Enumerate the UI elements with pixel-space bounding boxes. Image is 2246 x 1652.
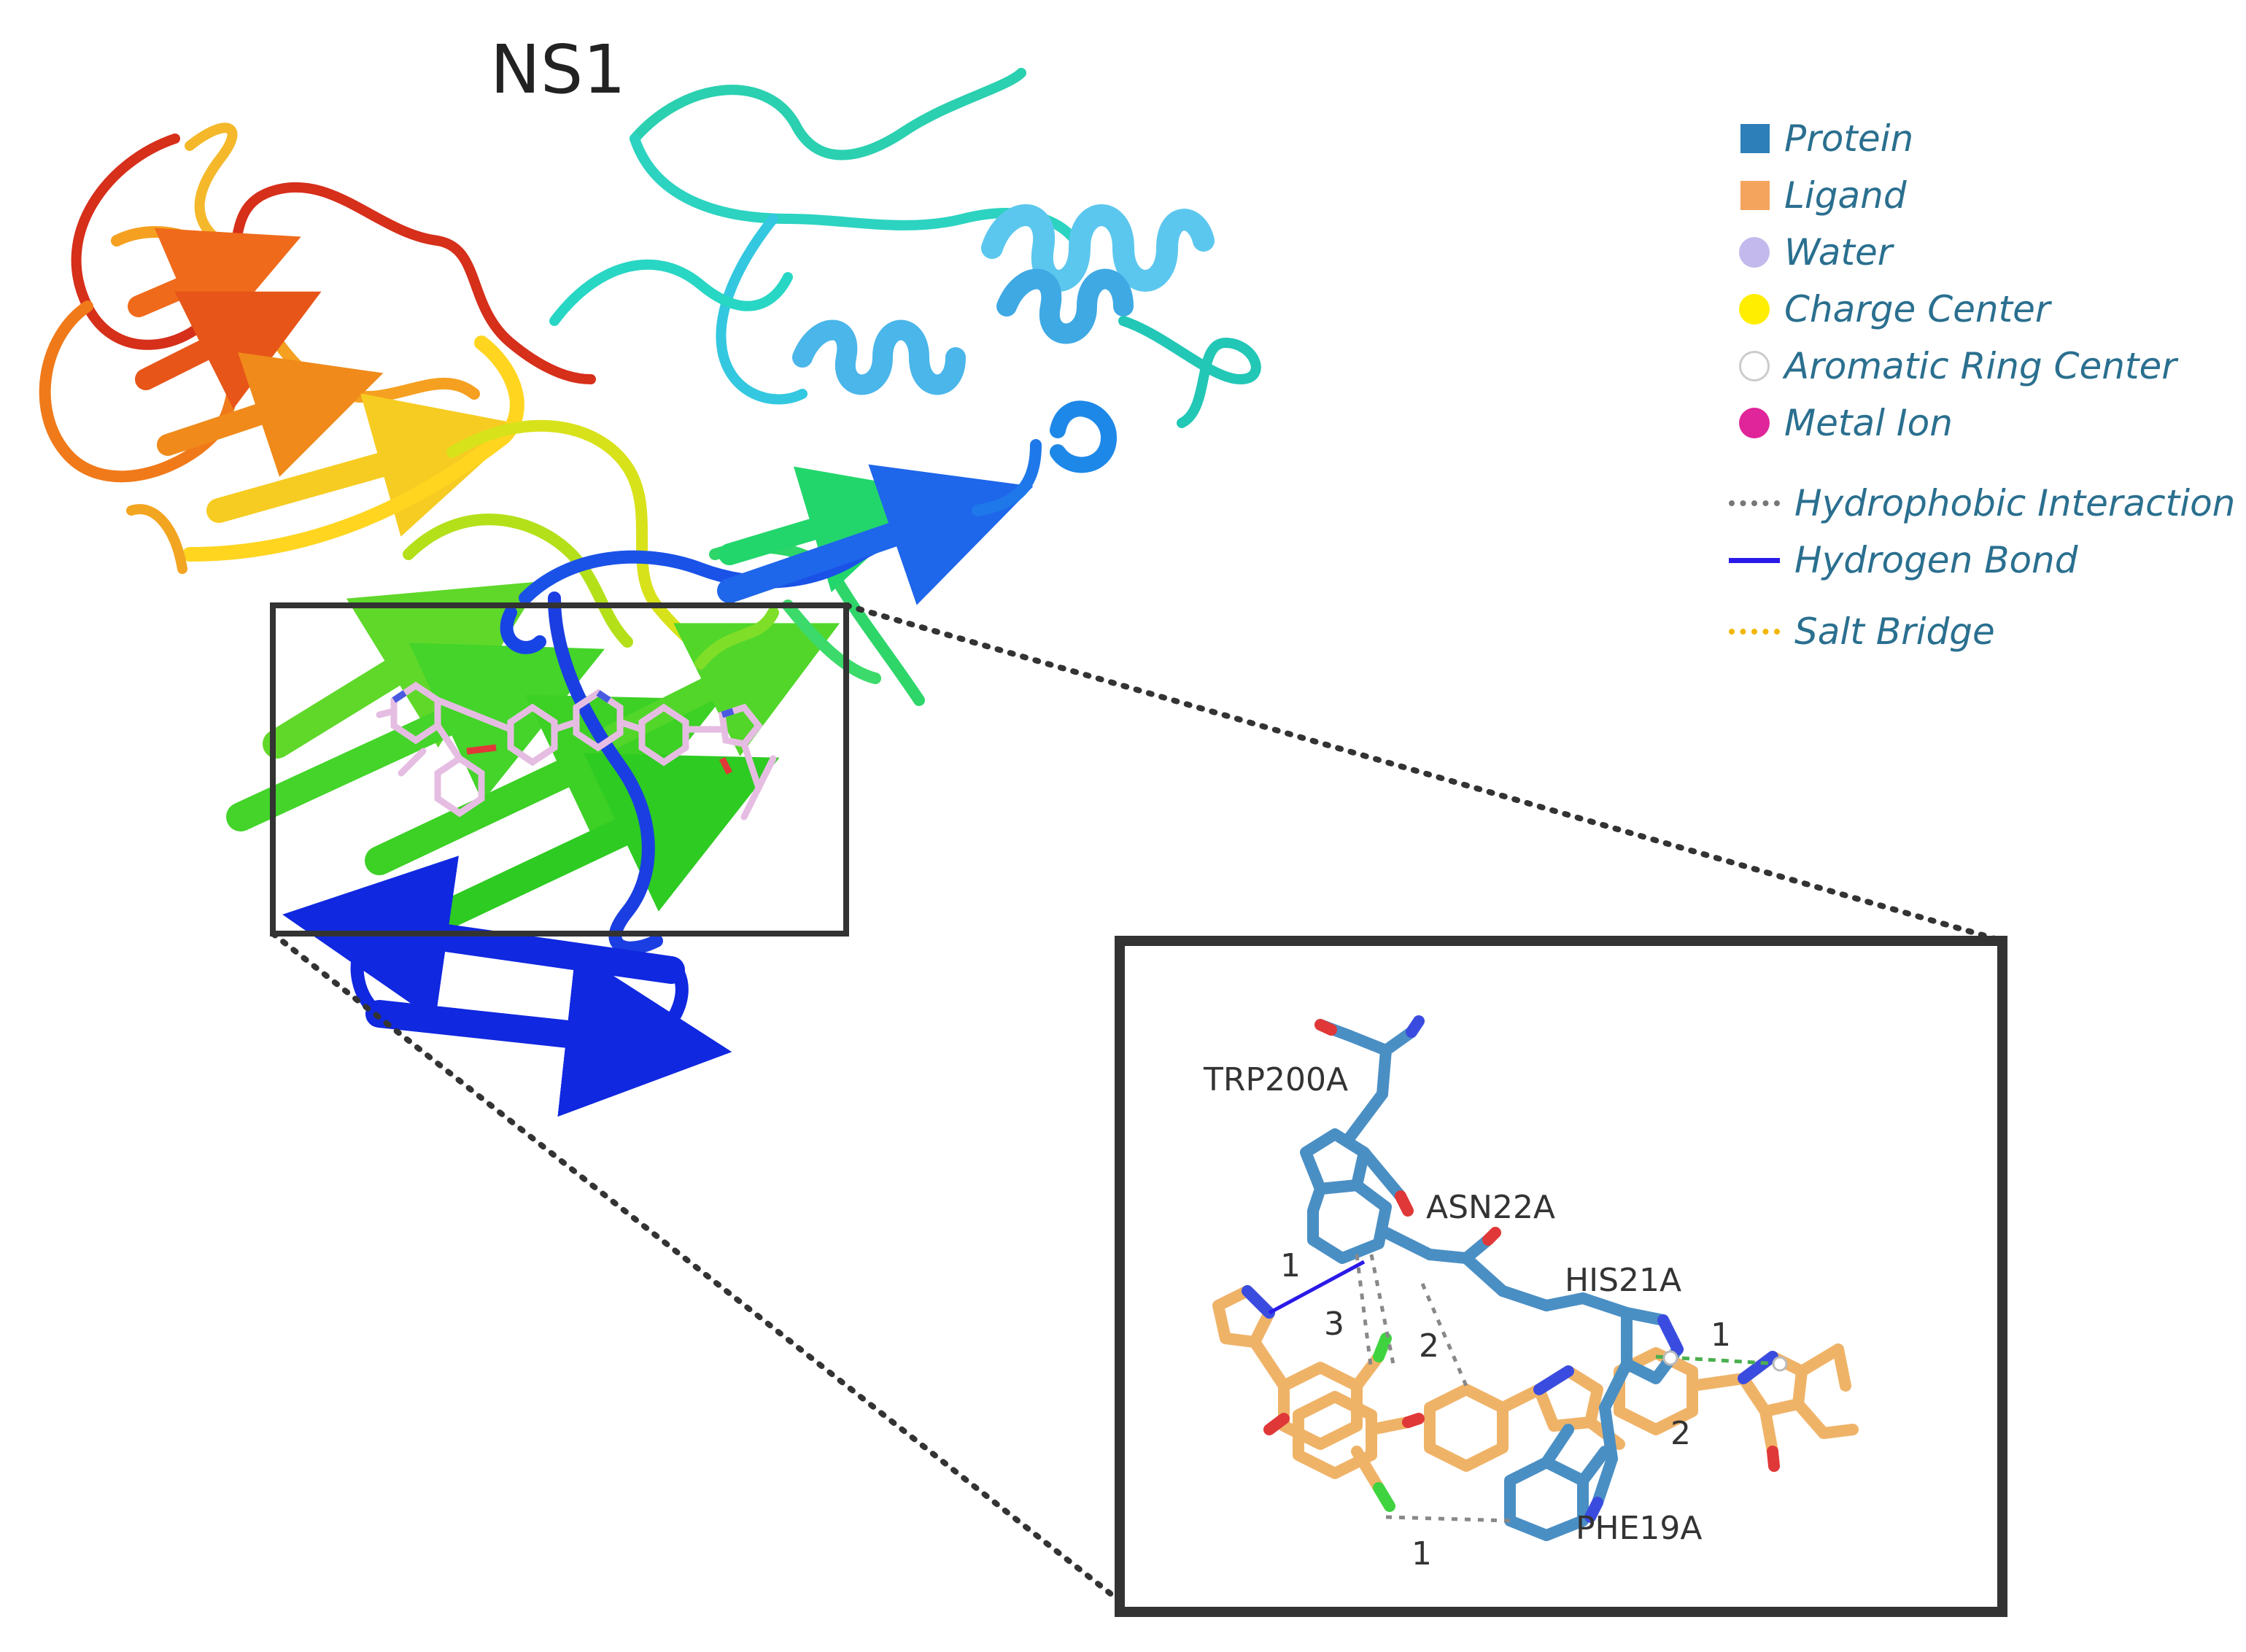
ligand-overview-o-atoms — [466, 744, 733, 775]
interaction-count-label: 2 — [1670, 1415, 1691, 1452]
residue-label-asn: ASN22A — [1426, 1189, 1556, 1226]
residue-label-trp: TRP200A — [1204, 1061, 1349, 1098]
zoom-connector-top — [843, 602, 2005, 944]
figure-title: NS1 — [490, 31, 626, 109]
legend-item-label: Hydrophobic Interaction — [1794, 482, 2236, 524]
zoom-selection-box — [270, 602, 849, 936]
ligand-overview-n-atoms — [392, 690, 735, 718]
aromatic-ring-center — [1662, 1350, 1678, 1366]
legend-item-label: Water — [1784, 231, 1893, 274]
legend-item-label: Hydrogen Bond — [1794, 539, 2078, 581]
legend-item-label: Salt Bridge — [1794, 610, 1995, 653]
legend-item: Hydrogen Bond — [1729, 535, 2077, 586]
legend-dotted-line-swatch — [1729, 629, 1780, 635]
legend-item: Aromatic Ring Center — [1729, 341, 2177, 392]
hydrogen-bond-line — [1268, 1260, 1366, 1315]
zoom-connector-bottom — [270, 931, 1123, 1604]
ligand-overview — [376, 681, 777, 821]
hydrophobic-interaction-lines — [1355, 1254, 1511, 1523]
legend-ring-swatch — [1739, 351, 1770, 381]
legend-item-label: Ligand — [1784, 174, 1907, 217]
ribbon-structure — [39, 68, 1261, 1117]
legend-item-label: Protein — [1784, 117, 1914, 160]
legend-item: Protein — [1729, 113, 1913, 164]
legend-dotted-line-swatch — [1729, 500, 1780, 506]
legend-item-label: Aromatic Ring Center — [1784, 345, 2177, 387]
hydrophobic-count-label: 2 — [1419, 1327, 1439, 1365]
inset-protein-heteroatoms — [1314, 1015, 1684, 1523]
legend-square-swatch — [1740, 124, 1770, 153]
legend-item: Charge Center — [1729, 284, 2050, 335]
legend-circle-swatch — [1739, 408, 1770, 438]
legend-item: Hydrophobic Interaction — [1729, 478, 2235, 529]
legend-solid-line-swatch — [1729, 557, 1780, 563]
residue-label-his: HIS21A — [1565, 1262, 1682, 1299]
legend-item: Water — [1729, 227, 1892, 278]
legend-item: Metal Ion — [1729, 398, 1953, 449]
inset-frame — [1115, 936, 2007, 1617]
legend-item: Salt Bridge — [1729, 606, 1995, 657]
hydrophobic-count-label: 1 — [1412, 1535, 1432, 1572]
legend-circle-swatch — [1739, 237, 1770, 268]
interaction-count-label: 1 — [1711, 1316, 1731, 1354]
legend-item-label: Charge Center — [1784, 288, 2051, 330]
aromatic-ring-center — [1772, 1356, 1788, 1372]
hydrophobic-count-label: 3 — [1324, 1306, 1344, 1343]
legend-circle-swatch — [1739, 294, 1770, 325]
residue-label-phe: PHE19A — [1576, 1510, 1703, 1547]
legend-item: Ligand — [1729, 170, 1907, 221]
inset-ligand-heteroatoms — [1242, 1285, 1780, 1512]
hbond-count-label: 1 — [1280, 1247, 1301, 1284]
legend-item-label: Metal Ion — [1784, 402, 1953, 444]
legend-square-swatch — [1740, 181, 1770, 210]
